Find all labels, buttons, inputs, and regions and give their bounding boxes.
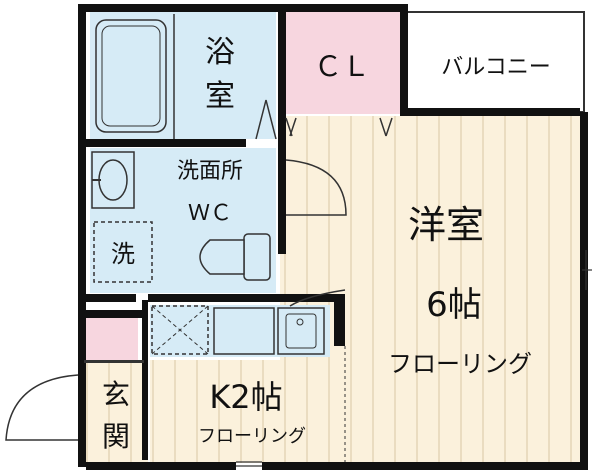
kitchen-sink: [277, 307, 325, 355]
western-room-label: 洋室: [408, 203, 484, 247]
bathroom-label-1: 浴: [205, 35, 235, 70]
washer-space: [93, 221, 153, 283]
kitchen-counter-area: [150, 305, 330, 357]
kitchen-floor: [150, 360, 345, 463]
entrance-step: [84, 360, 144, 363]
fridge-cross-2: [151, 305, 209, 355]
walls: [78, 4, 588, 470]
western-room-size: 6帖: [426, 285, 482, 325]
entrance-floor: [84, 362, 148, 463]
balcony-area: [405, 11, 585, 113]
washer-label: 洗: [111, 240, 135, 268]
entrance-storage: [86, 318, 138, 362]
western-room-door: [289, 289, 346, 307]
balcony-label: バルコニー: [441, 55, 551, 80]
closet-door: [285, 117, 393, 137]
entrance-label-1: 玄: [102, 378, 130, 411]
refrigerator-space: [151, 305, 209, 355]
bathtub: [95, 19, 167, 133]
entrance-label-2: 関: [102, 420, 130, 453]
closet-label: ＣＬ: [314, 50, 370, 83]
bathtub-inner: [101, 25, 161, 127]
toilet-bowl: [199, 239, 245, 275]
entrance-door: [5, 374, 79, 441]
washroom-door: [285, 159, 347, 216]
bathroom-label-2: 室: [205, 79, 235, 114]
western-room-floor-label: フローリング: [388, 350, 532, 378]
drain: [296, 318, 304, 326]
kitchen-label: K2帖: [209, 378, 282, 416]
washroom-label: 洗面所: [177, 159, 243, 184]
toilet-tank: [243, 233, 271, 281]
stove: [213, 307, 275, 355]
windows: [236, 250, 592, 467]
wc-label: ＷＣ: [188, 201, 232, 226]
sink-basin: [285, 313, 317, 349]
closet-area: [282, 12, 404, 114]
kitchen-floor-label: フローリング: [198, 426, 306, 447]
bathroom-door: [255, 99, 277, 140]
